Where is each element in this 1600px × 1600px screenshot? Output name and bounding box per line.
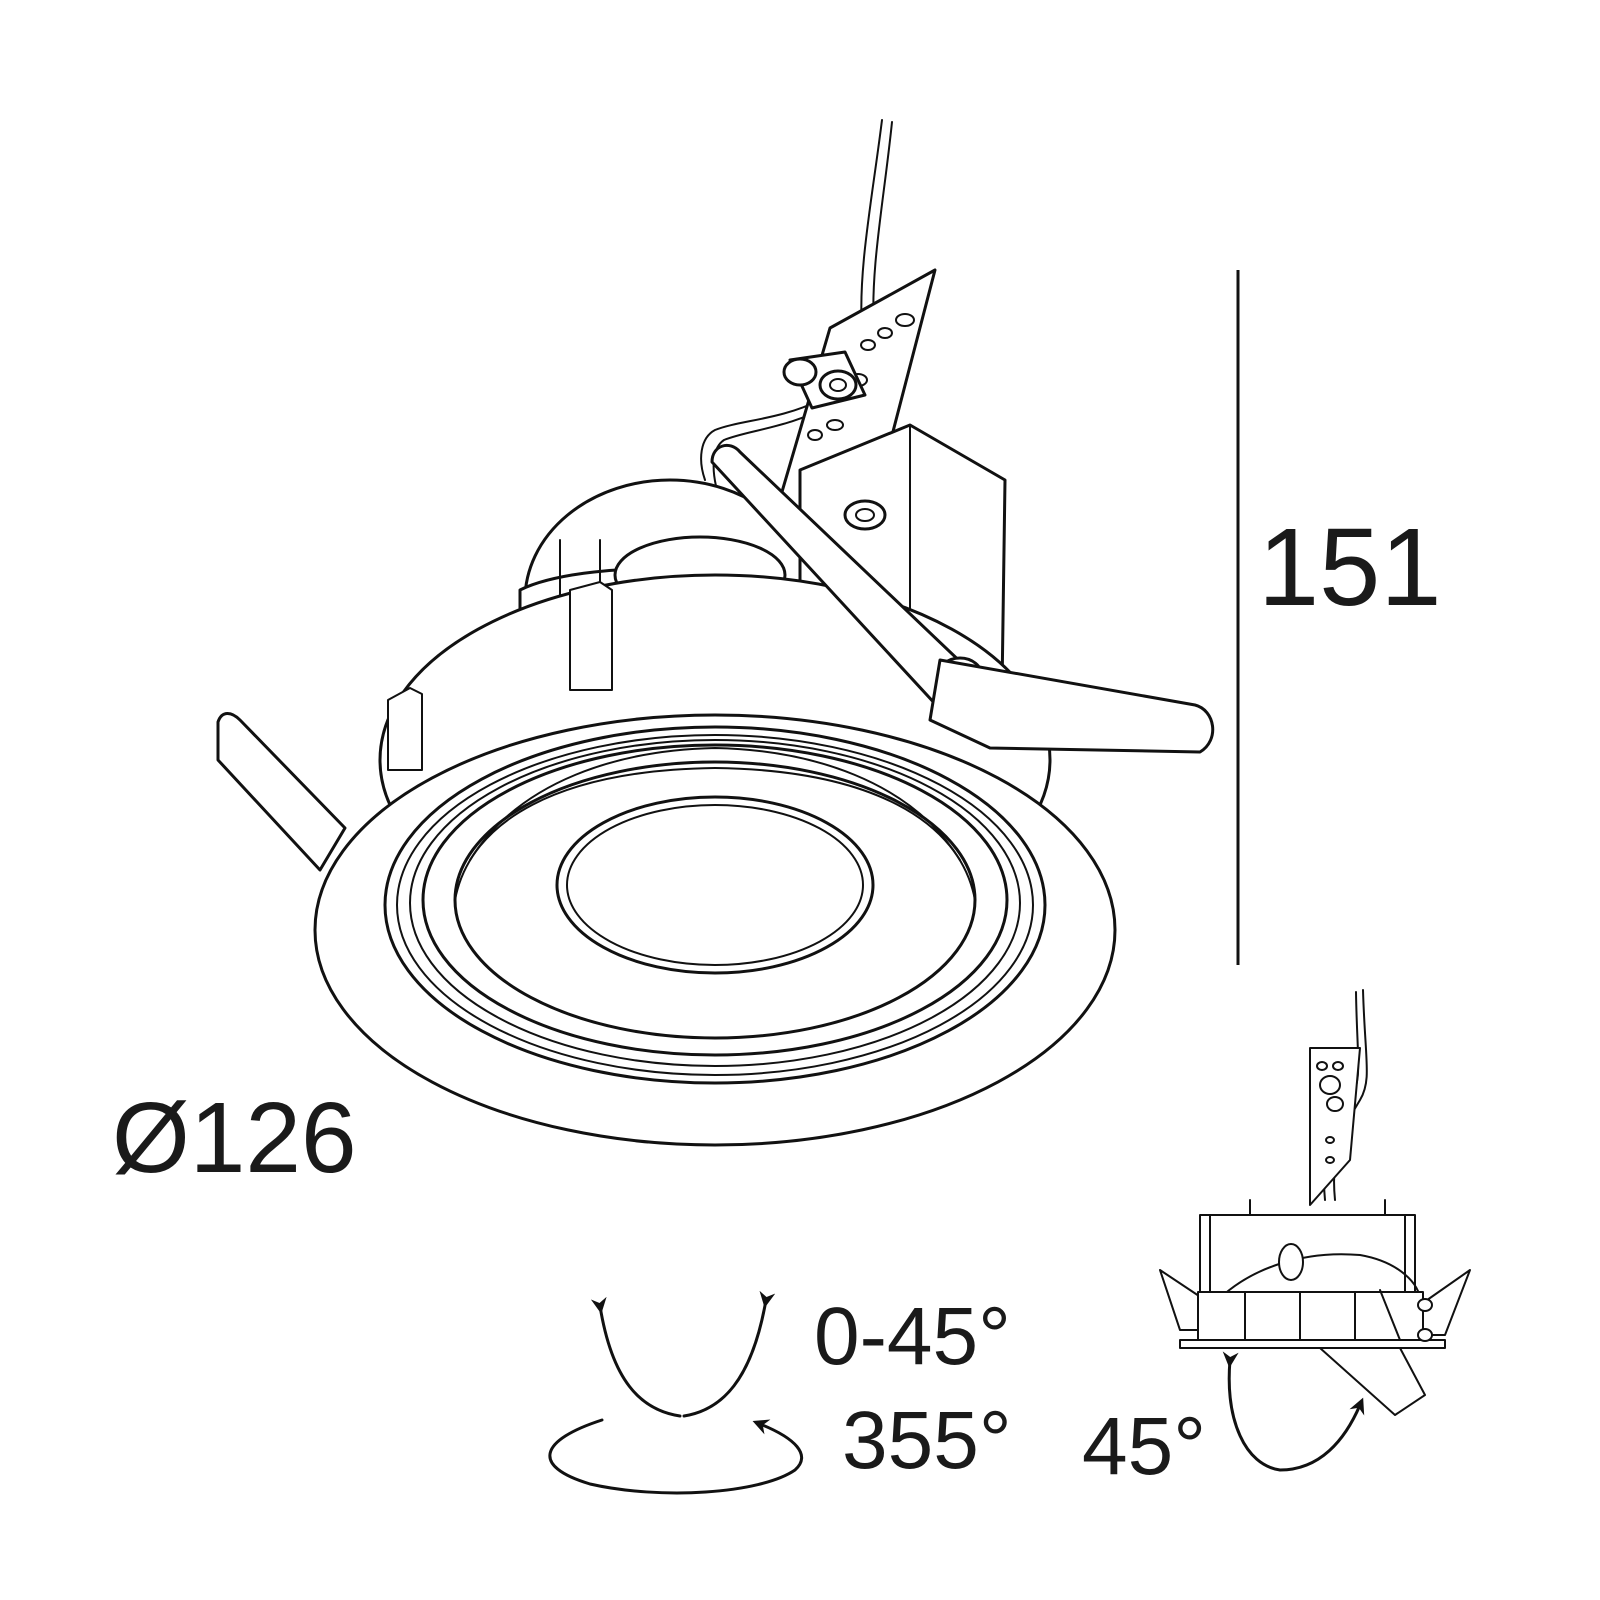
rotate-arrow-icon bbox=[548, 1418, 804, 1495]
left-spring-leg bbox=[216, 712, 347, 872]
diameter-label: Ø126 bbox=[112, 1082, 357, 1194]
terminal-block bbox=[782, 350, 867, 410]
rotation-range-label: 355° bbox=[842, 1395, 1012, 1486]
housing-posts bbox=[387, 581, 613, 771]
downlight-side-view bbox=[1159, 989, 1471, 1472]
height-label: 151 bbox=[1258, 506, 1442, 629]
downlight-perspective-view bbox=[216, 119, 1215, 1147]
front-bezel bbox=[313, 713, 1117, 1147]
right-spring-leg bbox=[928, 658, 1215, 754]
lens bbox=[555, 795, 875, 975]
tilt-arrow-icon bbox=[590, 1290, 776, 1418]
side-tilt-label: 45° bbox=[1082, 1401, 1206, 1492]
tilt-range-label: 0-45° bbox=[814, 1291, 1011, 1382]
